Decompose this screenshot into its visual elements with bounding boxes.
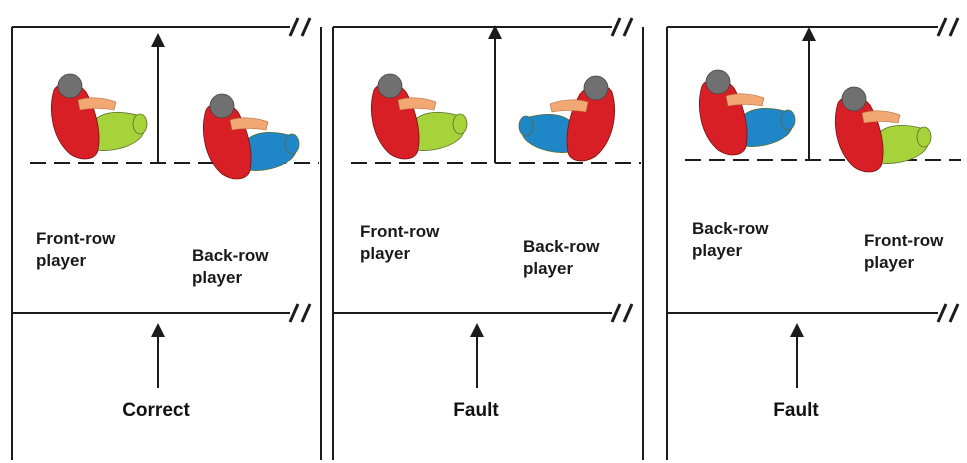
player-arm — [725, 93, 765, 107]
player-head — [583, 75, 609, 101]
player-left-front-row — [51, 73, 148, 160]
player-right-front-row — [835, 86, 932, 173]
player-knee — [452, 113, 468, 135]
player-knee — [518, 115, 534, 137]
player-knee — [132, 113, 148, 135]
player-arm — [549, 99, 589, 113]
panel-3-caption: Fault — [773, 400, 819, 421]
player-head — [57, 73, 83, 99]
line-break-mark — [610, 17, 622, 37]
panel-2-right-label: Back-row player — [523, 237, 600, 278]
line-break-mark — [288, 17, 300, 37]
player-arm — [229, 117, 269, 131]
player-knee — [780, 109, 796, 131]
line-break-mark — [622, 17, 634, 37]
panel-1-caption: Correct — [122, 400, 190, 421]
line-break-mark — [936, 303, 948, 323]
player-left-back-row — [699, 69, 796, 156]
player-right-back-row — [203, 93, 300, 180]
line-break-mark — [300, 303, 312, 323]
player-arm — [77, 97, 117, 111]
line-break-mark — [288, 303, 300, 323]
panel-1-right-label: Back-row player — [192, 246, 269, 287]
player-head — [209, 93, 235, 119]
player-arm — [861, 110, 901, 124]
player-right-back-row — [518, 75, 615, 162]
panel-1 — [11, 17, 322, 460]
line-break-mark — [948, 303, 960, 323]
line-break-mark — [936, 17, 948, 37]
panel-2-caption: Fault — [453, 400, 499, 421]
player-left-front-row — [371, 73, 468, 160]
player-head — [841, 86, 867, 112]
player-arm — [397, 97, 437, 111]
panel-2-left-label: Front-row player — [360, 222, 440, 263]
player-knee — [284, 133, 300, 155]
panel-2 — [332, 17, 644, 460]
line-break-mark — [610, 303, 622, 323]
line-break-mark — [948, 17, 960, 37]
panel-3-left-label: Back-row player — [692, 219, 769, 260]
player-knee — [916, 126, 932, 148]
player-head — [705, 69, 731, 95]
line-break-mark — [622, 303, 634, 323]
line-break-mark — [300, 17, 312, 37]
panel-3 — [666, 17, 961, 460]
panel-3-right-label: Front-row player — [864, 231, 944, 272]
player-head — [377, 73, 403, 99]
panel-1-left-label: Front-row player — [36, 229, 116, 270]
